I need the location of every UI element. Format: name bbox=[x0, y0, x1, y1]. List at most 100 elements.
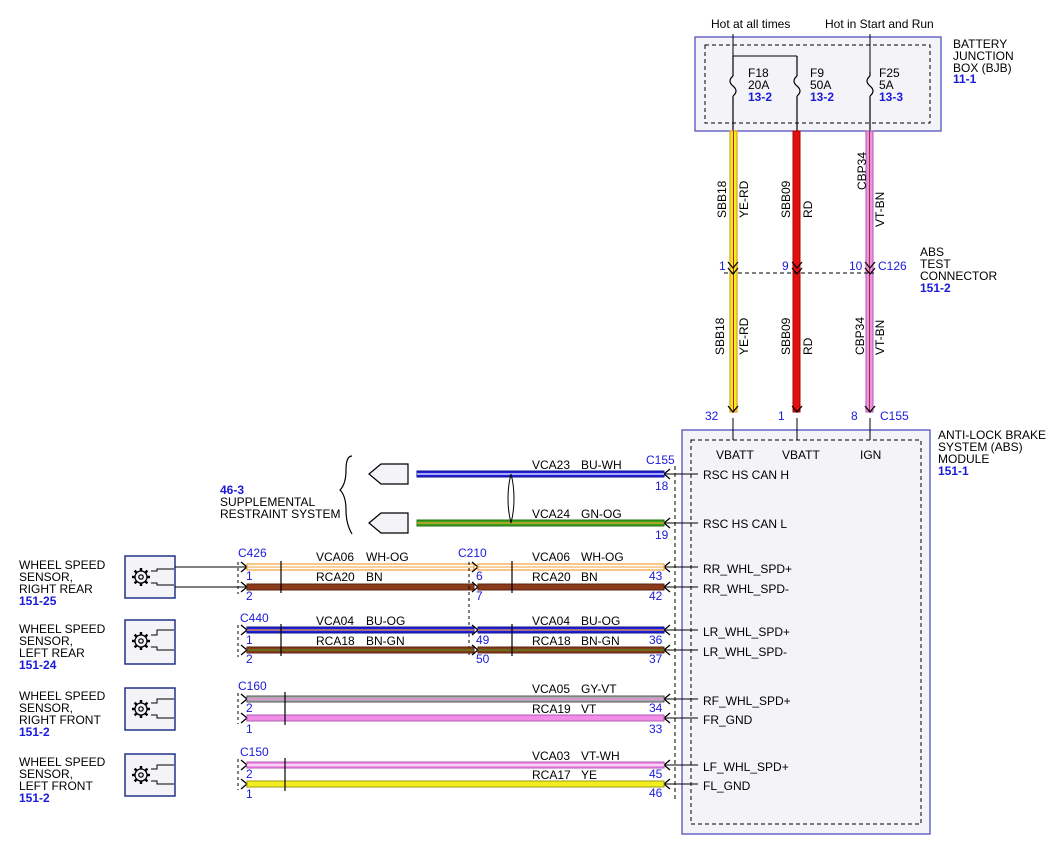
sensor-rr-wire2-right-color: BN bbox=[581, 570, 598, 584]
sensor-lf-line2: SENSOR, bbox=[19, 767, 73, 781]
srs-wire-1-circuit: VCA23 bbox=[532, 458, 570, 472]
sensor-lf-line3: LEFT FRONT bbox=[19, 779, 93, 793]
abs-pin-num-34: 34 bbox=[649, 701, 663, 715]
sensor-right-front bbox=[124, 687, 176, 731]
abs-module-name-line1: ANTI-LOCK BRAKE bbox=[938, 428, 1046, 442]
srs-brace bbox=[339, 455, 353, 535]
sensor-lf-wire1-color: VT-WH bbox=[581, 749, 620, 763]
abs-pin-label-rr-spd-minus: RR_WHL_SPD- bbox=[703, 582, 789, 596]
sensor-rr-ref-link[interactable]: 151-25 bbox=[19, 594, 57, 608]
abs-pin-num-19: 19 bbox=[655, 528, 669, 542]
fuse-f25-ref[interactable]: 13-3 bbox=[879, 90, 903, 104]
abs-pin-num-45: 45 bbox=[649, 767, 663, 781]
srs-wire-2-circuit: VCA24 bbox=[532, 507, 570, 521]
wire-vca04-bu-og-right bbox=[477, 626, 665, 634]
sensor-lr-line1: WHEEL SPEED bbox=[19, 622, 106, 636]
c160-connector-id: C160 bbox=[238, 679, 267, 693]
wire-vca23-bu-wh bbox=[416, 470, 665, 478]
c440-pin-2: 2 bbox=[246, 652, 253, 666]
sensor-lr-wire1-circuit: VCA04 bbox=[316, 614, 354, 628]
abs-module-ref-link[interactable]: 151-1 bbox=[938, 464, 969, 478]
sensor-rr-line1: WHEEL SPEED bbox=[19, 558, 106, 572]
fuse-f9-id: F9 bbox=[810, 66, 824, 80]
c150-pin-1: 1 bbox=[246, 787, 253, 801]
abs-module-name-line3: MODULE bbox=[938, 452, 989, 466]
wire-vca05-gy-vt bbox=[246, 695, 665, 703]
sensor-lr-wire1-right-color: BU-OG bbox=[581, 614, 620, 628]
lower-wire-2-circuit: SBB09 bbox=[779, 317, 793, 355]
lower-wire-3-color: VT-BN bbox=[873, 320, 887, 355]
upper-wire-1-color: YE-RD bbox=[737, 180, 751, 218]
abs-pin-label-lf-spd-plus: LF_WHL_SPD+ bbox=[703, 760, 789, 774]
abs-power-label-1: VBATT bbox=[716, 448, 754, 462]
sensor-lr-wire1-right-circuit: VCA04 bbox=[532, 614, 570, 628]
sensor-rf-line3: RIGHT FRONT bbox=[19, 713, 101, 727]
bjb-name-line2: JUNCTION bbox=[953, 49, 1014, 63]
sensor-rr-wire2-color: BN bbox=[366, 570, 383, 584]
sensor-rr-wire1-circuit: VCA06 bbox=[316, 550, 354, 564]
sensor-lf-ref-link[interactable]: 151-2 bbox=[19, 791, 50, 805]
abs-pin-label-rf-spd-plus: RF_WHL_SPD+ bbox=[703, 694, 791, 708]
hot-at-all-times-label: Hot at all times bbox=[711, 17, 790, 31]
wire-vca06-wh-og-left bbox=[246, 563, 475, 571]
c126-pin-1: 1 bbox=[719, 259, 726, 273]
sensor-rr-wire2-right-circuit: RCA20 bbox=[532, 570, 571, 584]
bjb-ref-link[interactable]: 11-1 bbox=[953, 72, 977, 86]
sensor-rf-ref-link[interactable]: 151-2 bbox=[19, 725, 50, 739]
fuse-f9-symbol bbox=[793, 56, 801, 131]
abs-pin-num-37: 37 bbox=[649, 652, 663, 666]
srs-wire-1-color: BU-WH bbox=[581, 458, 622, 472]
sensor-lf-wire2-circuit: RCA17 bbox=[532, 768, 571, 782]
wire-rca19-vt bbox=[246, 714, 665, 722]
upper-wire-1-circuit: SBB18 bbox=[715, 180, 729, 218]
upper-wire-3-color: VT-BN bbox=[873, 192, 887, 227]
c440-connector-id: C440 bbox=[240, 611, 269, 625]
srs-name-line1: SUPPLEMENTAL bbox=[220, 495, 315, 509]
sensor-rf-wire2-color: VT bbox=[581, 702, 597, 716]
sensor-lr-wire2-right-color: BN-GN bbox=[581, 634, 620, 648]
bjb-inner-dashed bbox=[704, 44, 931, 124]
srs-can-h-connector bbox=[368, 463, 409, 485]
wire-vca06-wh-og-right bbox=[477, 563, 665, 571]
test-connector-ref-link[interactable]: 151-2 bbox=[920, 281, 951, 295]
fuse-f25-symbol bbox=[866, 72, 874, 131]
sensor-lf-wire1-circuit: VCA03 bbox=[532, 749, 570, 763]
abs-module-box bbox=[681, 429, 931, 835]
sensor-lr-ref-link[interactable]: 151-24 bbox=[19, 658, 57, 672]
sensor-right-rear bbox=[124, 555, 176, 599]
sensor-left-rear bbox=[124, 619, 176, 665]
lower-wire-3-circuit: CBP34 bbox=[853, 317, 867, 355]
sensor-rr-wire1-right-circuit: VCA06 bbox=[532, 550, 570, 564]
abs-pin-num-36: 36 bbox=[649, 633, 663, 647]
sensor-rr-wire1-color: WH-OG bbox=[366, 550, 409, 564]
abs-pin-num-18: 18 bbox=[655, 479, 669, 493]
sensor-lf-line1: WHEEL SPEED bbox=[19, 755, 106, 769]
abs-pin-label-fl-gnd: FL_GND bbox=[703, 779, 751, 793]
fuse-f25-amps: 5A bbox=[879, 78, 894, 92]
fuse-f18-id: F18 bbox=[748, 66, 769, 80]
sensor-lr-wire2-color: BN-GN bbox=[366, 634, 405, 648]
sensor-lr-wire2-circuit: RCA18 bbox=[316, 634, 355, 648]
fuse-f18-ref[interactable]: 13-2 bbox=[748, 90, 772, 104]
c155-left-connector-id: C155 bbox=[646, 453, 675, 467]
c150-connector-id: C150 bbox=[240, 745, 269, 759]
abs-pin-label-rsc-can-l: RSC HS CAN L bbox=[703, 517, 787, 531]
srs-wire-2-color: GN-OG bbox=[581, 507, 622, 521]
sensor-rr-wire2-circuit: RCA20 bbox=[316, 570, 355, 584]
srs-name-line2: RESTRAINT SYSTEM bbox=[220, 507, 340, 521]
abs-pin-label-fr-gnd: FR_GND bbox=[703, 713, 753, 727]
fuse-f9-ref[interactable]: 13-2 bbox=[810, 90, 834, 104]
sensor-rf-wire2-circuit: RCA19 bbox=[532, 702, 571, 716]
c160-pin-1: 1 bbox=[246, 722, 253, 736]
sensor-rf-line1: WHEEL SPEED bbox=[19, 689, 106, 703]
hot-in-start-run-label: Hot in Start and Run bbox=[825, 17, 934, 31]
srs-ref-link[interactable]: 46-3 bbox=[220, 483, 244, 497]
test-connector-line1: ABS bbox=[920, 245, 944, 259]
abs-pin-num-42: 42 bbox=[649, 589, 663, 603]
sensor-lr-wire2-right-circuit: RCA18 bbox=[532, 634, 571, 648]
fuse-f18-symbol bbox=[729, 56, 737, 131]
bjb-box bbox=[694, 36, 942, 132]
sensor-rr-line3: RIGHT REAR bbox=[19, 582, 93, 596]
